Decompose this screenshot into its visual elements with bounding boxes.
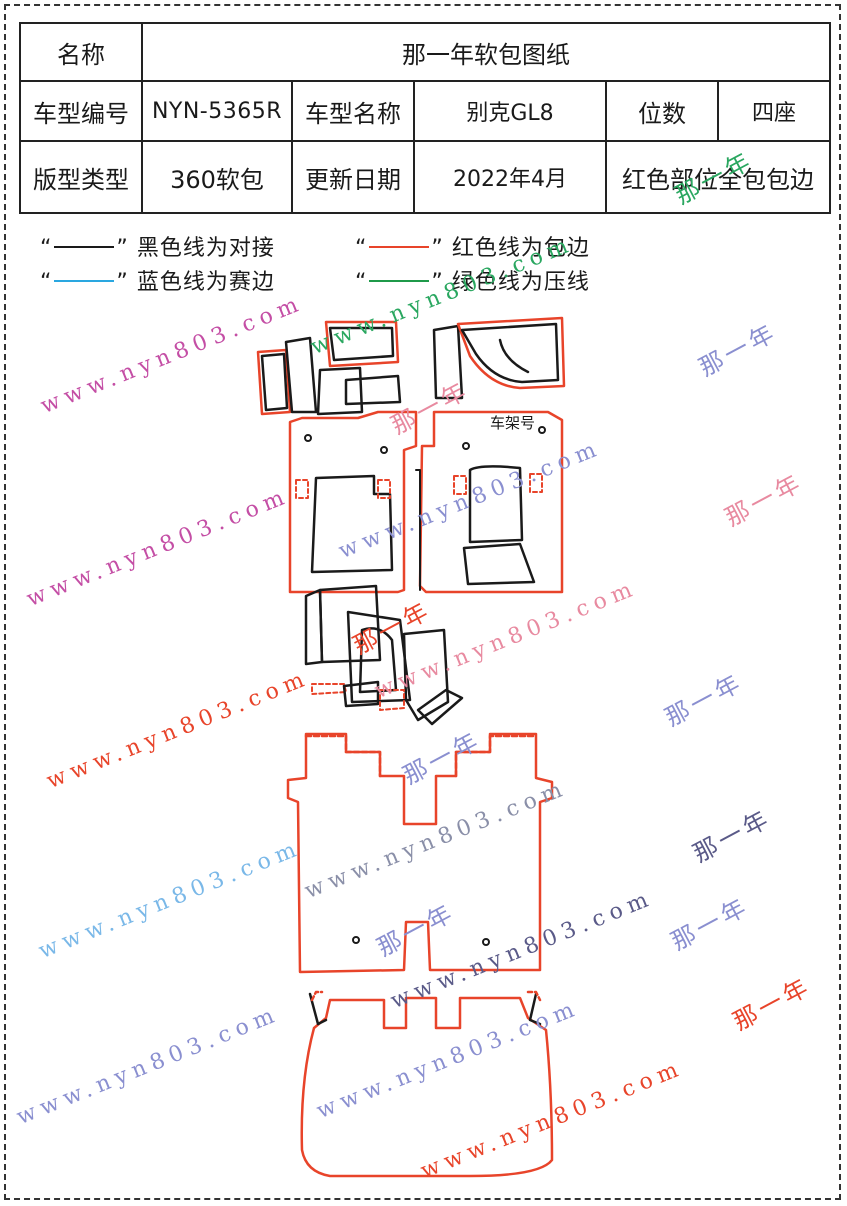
center-console-parts (304, 584, 464, 726)
legend-black-text: 黑色线为对接 (136, 236, 275, 261)
front-left-footwell-parts (256, 320, 402, 416)
front-left-mat (288, 410, 418, 594)
legend-green: “” 绿色线为压线 (355, 270, 590, 295)
legend-red-text: 红色线为包边 (451, 236, 590, 261)
second-row-mat (286, 732, 554, 974)
seats-label: 位数 (605, 80, 719, 142)
legend-black-line (54, 246, 115, 248)
date-value: 2022年4月 (413, 140, 607, 214)
type-value: 360软包 (141, 140, 293, 214)
vin-label: 车架号 (490, 415, 535, 432)
type-label: 版型类型 (19, 140, 143, 214)
spec-table: 名称 那一年软包图纸 车型编号 NYN-5365R 车型名称 别克GL8 位数 … (19, 22, 831, 214)
front-right-mat (415, 410, 564, 594)
front-right-footwell-parts (432, 316, 566, 400)
name-label: 名称 (19, 22, 143, 82)
model-code-label: 车型编号 (19, 80, 143, 142)
legend-blue: “” 蓝色线为赛边 (40, 270, 275, 295)
model-code-value: NYN-5365R (141, 80, 293, 142)
seats-value: 四座 (717, 80, 831, 142)
legend-red-line (369, 246, 430, 248)
name-value: 那一年软包图纸 (141, 22, 831, 82)
legend-red: “” 红色线为包边 (355, 236, 590, 261)
legend-blue-line (54, 280, 115, 282)
model-name-label: 车型名称 (291, 80, 415, 142)
legend-blue-text: 蓝色线为赛边 (136, 270, 275, 295)
legend-green-line (369, 280, 430, 282)
legend-green-text: 绿色线为压线 (451, 270, 590, 295)
note-value: 红色部位全包包边 (605, 140, 831, 214)
dashed-page-border (4, 4, 841, 1200)
legend-black: “” 黑色线为对接 (40, 236, 275, 261)
date-label: 更新日期 (291, 140, 415, 214)
rear-trunk-mat (300, 990, 554, 1178)
model-name-value: 别克GL8 (413, 80, 607, 142)
